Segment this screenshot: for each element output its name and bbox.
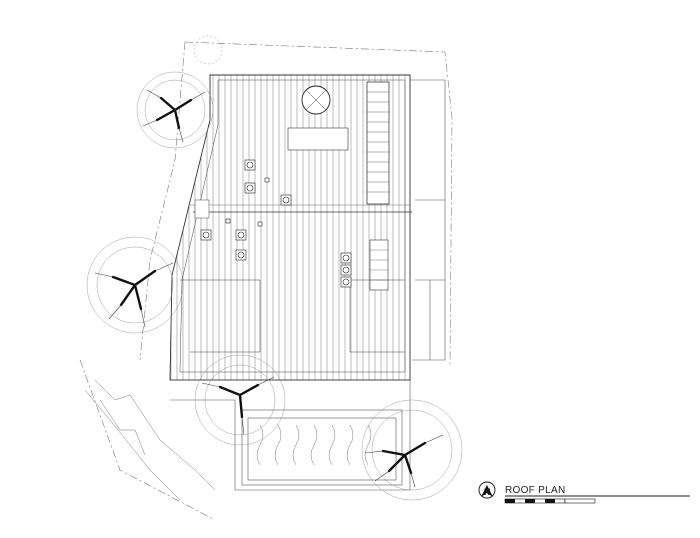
roof-vent (340, 276, 352, 288)
shrub (193, 35, 223, 65)
north-label: N (484, 487, 491, 497)
roof-vent (235, 249, 247, 261)
roof-vent (244, 159, 256, 171)
round-skylight (301, 85, 331, 115)
tree-trunks (111, 96, 427, 475)
tree-canopy (136, 71, 214, 149)
tree-canopies (86, 35, 463, 501)
roof-divisions (180, 199, 405, 353)
west-stair (84, 379, 216, 501)
roof-vent (340, 252, 352, 264)
tree-canopy (361, 399, 463, 501)
tree-branches (94, 89, 444, 488)
skylight-strip (366, 81, 390, 291)
drawing-title: ROOF PLAN (505, 485, 566, 496)
roof-vent (280, 194, 292, 206)
front-deck (170, 379, 411, 491)
tree-canopy (194, 354, 286, 446)
roof-vent (340, 264, 352, 276)
roof-vent (235, 229, 247, 241)
roof-vents (200, 159, 352, 288)
roof-vent (244, 182, 256, 194)
north-arrow: N (478, 481, 496, 499)
scale-bar (504, 495, 690, 504)
roof-hatch (287, 127, 349, 151)
roof-vent (200, 229, 212, 241)
tree-canopy (86, 236, 184, 334)
east-wing (410, 79, 446, 361)
property-line (79, 41, 453, 521)
